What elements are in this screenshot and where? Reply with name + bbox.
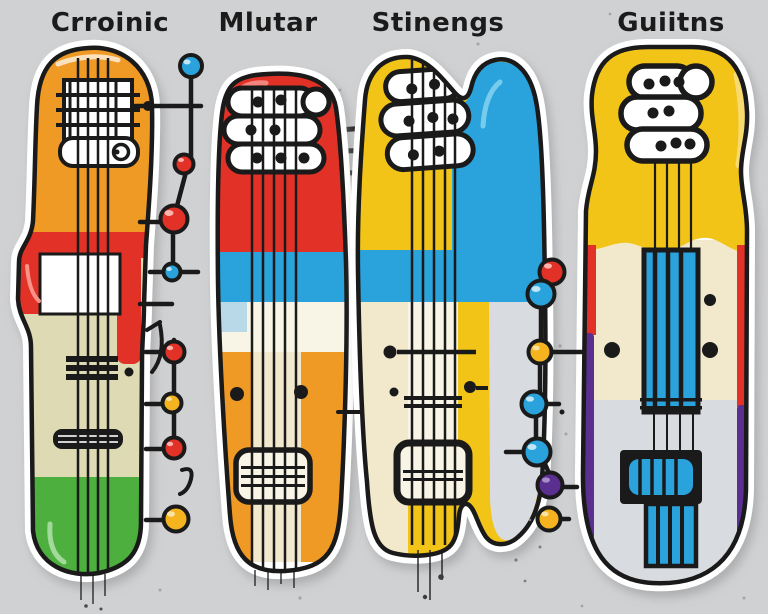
g1-green-highlight <box>47 521 67 565</box>
peg-ball-blue <box>178 53 204 79</box>
peg-gloss <box>542 477 550 483</box>
peg-ball-blue <box>519 389 549 419</box>
peg-ball-gold <box>535 505 563 533</box>
peg-gloss <box>164 210 174 216</box>
label-guitar-4: Guiitns <box>617 8 725 38</box>
g3-drip-dot <box>422 594 428 600</box>
peg-gloss <box>167 511 175 517</box>
g1-fret-block <box>66 356 118 380</box>
g4-fret-lines <box>640 398 702 410</box>
peg-ball-gold <box>161 504 191 534</box>
g1-orange-highlight <box>55 54 121 67</box>
g1-red-right-strip <box>117 232 141 364</box>
g1-tuner-dot <box>114 149 120 155</box>
g2-outline <box>215 71 349 574</box>
g4-red-strip-right <box>737 245 748 407</box>
g2-soundhole-dot <box>230 387 244 401</box>
peg-ball-gold <box>160 391 184 415</box>
tuning-peg-column-right <box>503 257 587 583</box>
g3-strings <box>410 60 457 545</box>
peg-gloss <box>166 397 172 401</box>
peg-ball-red <box>158 203 190 235</box>
g3-dot-small <box>389 387 399 397</box>
g1-strip-dot <box>124 367 134 377</box>
peg-dot-small <box>559 409 565 415</box>
g4-dot <box>704 294 716 306</box>
peg-gloss <box>532 345 540 351</box>
g1-drip-dot <box>99 607 103 611</box>
peg-ball-gold <box>526 338 554 366</box>
g2-string-drips <box>254 570 295 590</box>
g4-mid-strings <box>653 412 694 452</box>
g1-tuner-circle <box>111 142 131 162</box>
g3-dot-right <box>464 381 476 393</box>
g3-outline <box>355 54 548 558</box>
g1-white-panel <box>38 252 122 316</box>
tuning-peg-column-left <box>132 53 204 534</box>
g2-lightblue-corner <box>217 302 247 332</box>
peg-ball-blue <box>525 278 557 310</box>
peg-gloss <box>178 158 184 162</box>
label-guitar-1: Crroinic <box>50 8 170 38</box>
guitar-sticker-1 <box>10 39 161 611</box>
peg-ball-red <box>161 339 187 365</box>
peg-gloss <box>166 441 174 447</box>
g3-dot <box>383 345 397 359</box>
g1-strings <box>76 58 110 574</box>
g4-dot <box>604 342 620 358</box>
g4-fretboard <box>641 247 701 415</box>
g1-outline <box>15 45 155 577</box>
g2-blue-band <box>217 252 347 302</box>
g4-dot <box>702 342 718 358</box>
g3-blue-wave <box>452 61 544 302</box>
g2-soundhole-dot <box>294 385 308 399</box>
peg-gloss <box>531 286 541 292</box>
g3-drip-dot <box>438 574 444 580</box>
g1-red-highlight <box>25 264 41 303</box>
g4-tail-strings <box>656 504 684 566</box>
g2-strings <box>250 86 298 570</box>
peg-ball-red <box>161 435 187 461</box>
peg-ball-blue <box>161 261 183 283</box>
peg-dot-black <box>143 101 153 111</box>
g1-drip-dot <box>84 604 88 608</box>
g4-head-strings <box>653 155 693 252</box>
label-guitar-2: Mlutar <box>218 8 318 38</box>
guitar-sticker-3 <box>336 49 554 600</box>
peg-gloss <box>527 444 537 450</box>
peg-ball-blue <box>521 436 553 468</box>
peg-gloss <box>526 396 534 402</box>
paint-drip-dots <box>514 518 542 583</box>
peg-ball-purple <box>535 470 565 500</box>
peg-gloss <box>183 59 191 65</box>
peg-gloss <box>166 267 172 271</box>
guitar-sticker-4 <box>574 39 756 592</box>
guitar-sticker-2 <box>209 65 355 590</box>
g2-tuner-capsules <box>221 85 332 175</box>
peg-gloss <box>541 511 549 517</box>
peg-gloss <box>544 263 552 269</box>
g4-outline <box>580 44 750 586</box>
peg-ball-red <box>172 152 196 176</box>
peg-gloss <box>166 345 174 351</box>
g3-wave-highlight <box>480 79 503 129</box>
g4-tuner-capsules <box>618 63 715 164</box>
g4-bridge-strings <box>638 459 678 495</box>
g4-fretboard-strings <box>652 250 684 412</box>
label-guitar-3: Stinengs <box>371 8 505 38</box>
g1-string-drips <box>80 574 106 604</box>
